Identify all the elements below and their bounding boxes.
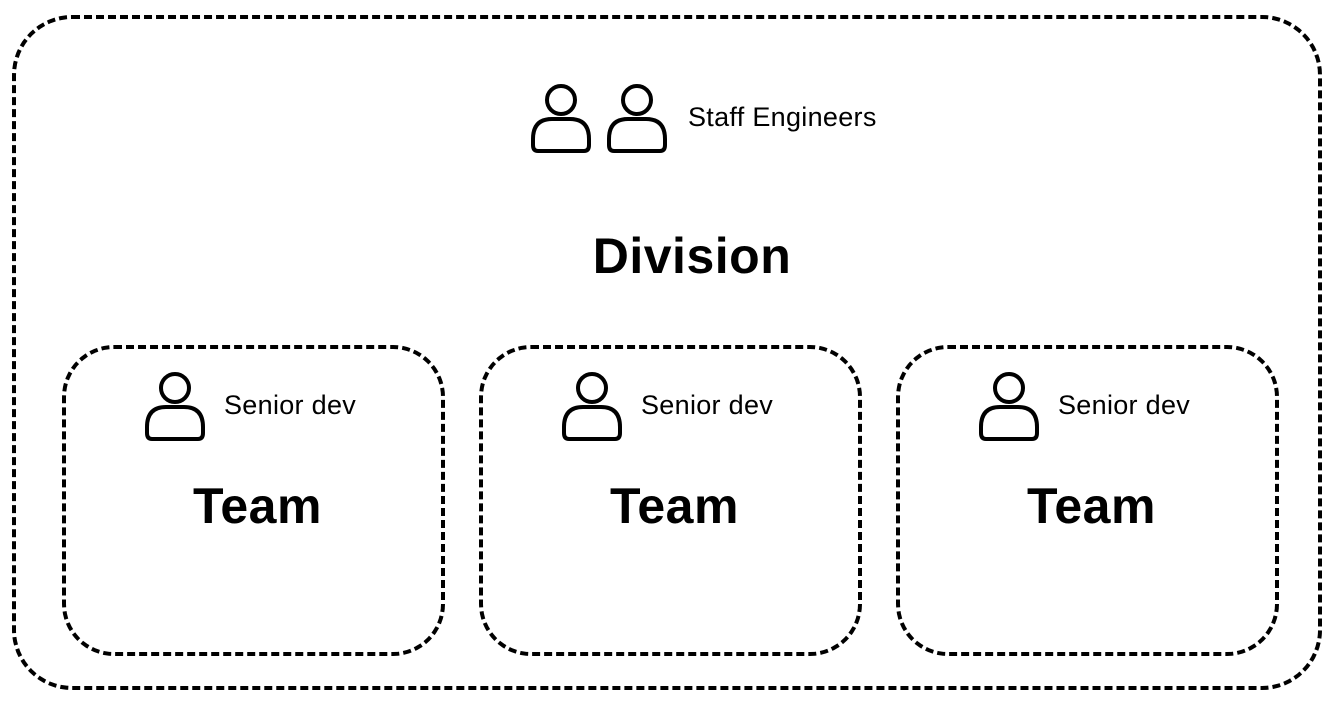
division-container: Staff Engineers Division <box>12 15 1322 690</box>
person-icon <box>144 371 206 443</box>
senior-dev-label: Senior dev <box>224 389 357 420</box>
team-box: Senior dev Team <box>896 345 1279 656</box>
senior-dev-label: Senior dev <box>641 389 774 420</box>
team-box: Senior dev Team <box>479 345 862 656</box>
team-title: Team <box>193 478 322 534</box>
division-title: Division <box>592 228 792 284</box>
senior-dev-group: Senior dev <box>561 371 773 443</box>
team-box: Senior dev Team <box>62 345 445 656</box>
senior-dev-group: Senior dev <box>144 371 356 443</box>
person-icon <box>606 83 668 155</box>
senior-dev-label: Senior dev <box>1058 389 1191 420</box>
team-title: Team <box>1027 478 1156 534</box>
staff-engineers-group: Staff Engineers <box>530 83 877 155</box>
person-icon <box>978 371 1040 443</box>
senior-dev-group: Senior dev <box>978 371 1190 443</box>
team-title: Team <box>610 478 739 534</box>
person-icon <box>530 83 592 155</box>
staff-engineers-label: Staff Engineers <box>688 101 877 132</box>
person-icon <box>561 371 623 443</box>
